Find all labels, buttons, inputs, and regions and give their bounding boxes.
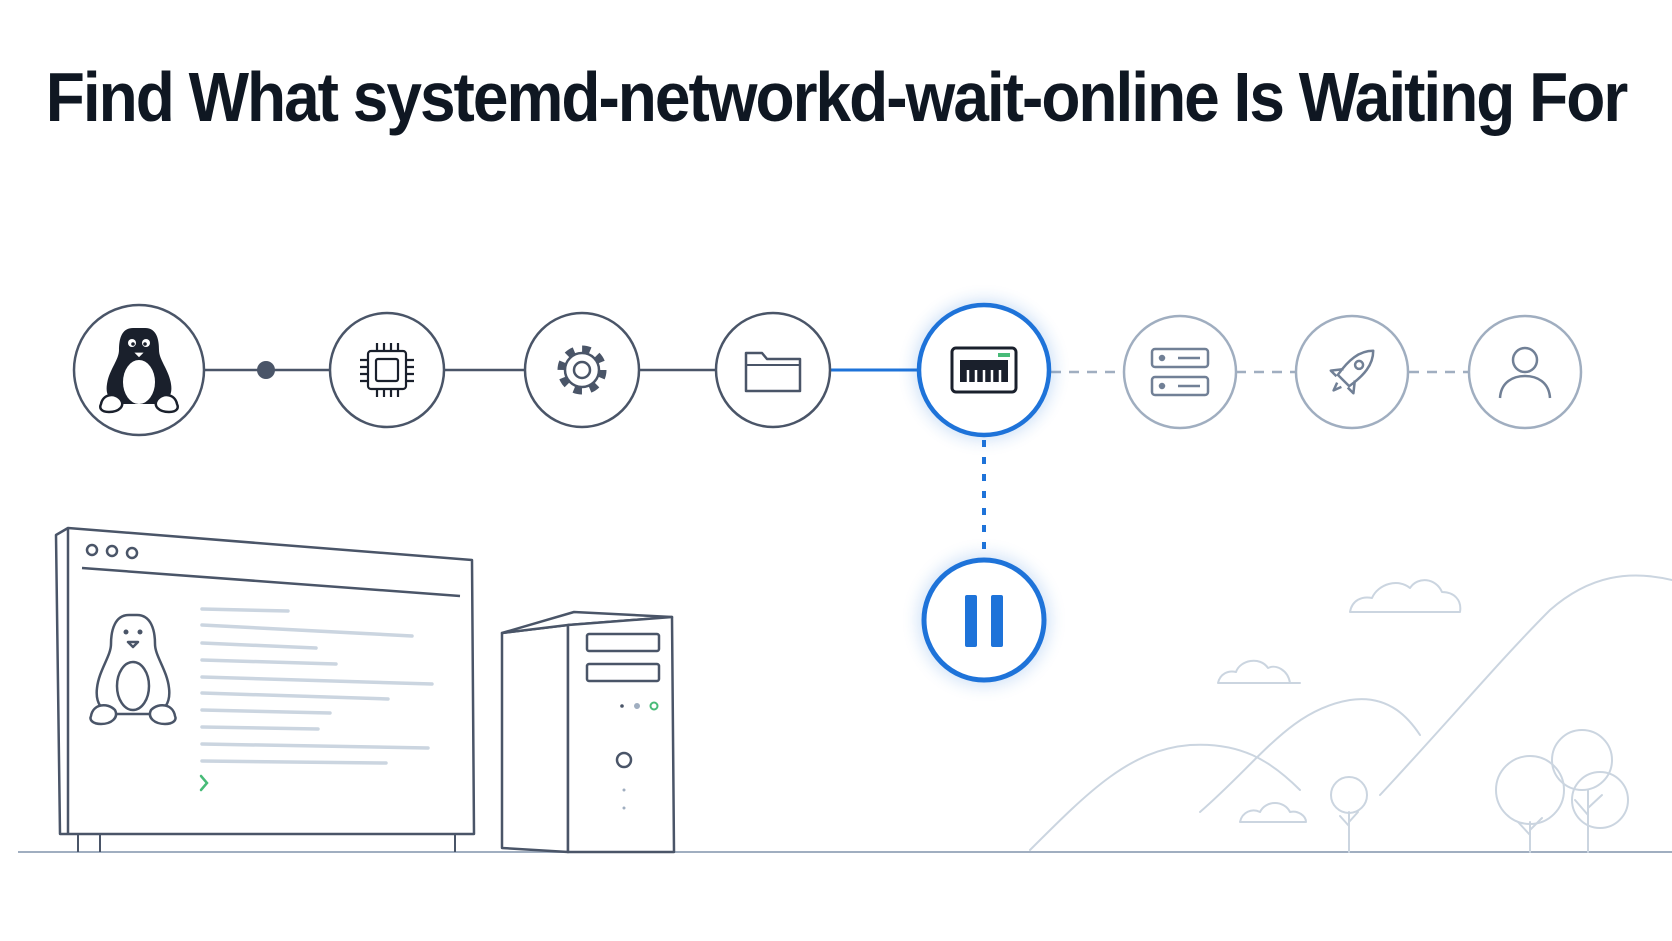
drive-bay — [585, 662, 661, 683]
pipeline-node-gear — [523, 311, 641, 429]
network-port-icon — [950, 346, 1018, 394]
terminal-output-lines — [200, 607, 434, 765]
pipeline-node-cpu — [328, 311, 446, 429]
log-line — [200, 623, 414, 638]
log-line — [200, 641, 318, 650]
led — [634, 703, 640, 709]
drive-bay — [585, 632, 661, 653]
log-line — [200, 759, 388, 765]
pipeline-connectors — [205, 361, 1468, 558]
linux-penguin-icon — [99, 328, 179, 414]
pipeline-node-user — [1467, 314, 1583, 430]
connector-dot — [257, 361, 275, 379]
paused-node — [918, 554, 1050, 686]
window-dot — [105, 544, 119, 558]
terminal-penguin-icon — [89, 613, 177, 726]
folder-icon — [744, 351, 802, 393]
power-button — [615, 751, 633, 769]
pipeline-node-folder — [714, 311, 832, 429]
hill — [1199, 698, 1421, 813]
log-line — [200, 607, 290, 613]
window-dot — [125, 546, 139, 560]
cpu-chip-icon — [360, 343, 414, 397]
pause-icon — [965, 595, 1003, 647]
power-led — [649, 701, 659, 711]
landscape — [1029, 574, 1672, 853]
tree — [1495, 755, 1565, 853]
gear-icon — [557, 345, 607, 395]
terminal-window — [54, 526, 476, 852]
pipeline-node-network — [914, 300, 1054, 440]
cloud — [1349, 579, 1462, 613]
log-line — [200, 675, 434, 686]
server-stack-icon — [1150, 347, 1210, 397]
log-line — [200, 691, 390, 701]
cloud — [1239, 802, 1307, 823]
log-line — [200, 658, 338, 666]
user-icon — [1498, 346, 1552, 399]
page-title: Find What systemd-networkd-wait-online I… — [45, 58, 1629, 136]
log-line — [200, 742, 430, 750]
tree — [1330, 776, 1368, 853]
pipeline-node-server — [1122, 314, 1238, 430]
hill — [1029, 743, 1301, 851]
window-dot — [85, 543, 99, 557]
log-line — [200, 708, 332, 715]
rocket-icon — [1329, 349, 1375, 395]
led — [620, 704, 624, 708]
cloud — [1217, 659, 1301, 684]
pipeline-node-rocket — [1294, 314, 1410, 430]
tree — [1551, 729, 1629, 853]
tower-pc — [500, 610, 676, 854]
chevron-right-icon — [199, 774, 209, 792]
pipeline-node-linux — [72, 303, 206, 437]
log-line — [200, 725, 320, 731]
hill — [1379, 574, 1672, 796]
